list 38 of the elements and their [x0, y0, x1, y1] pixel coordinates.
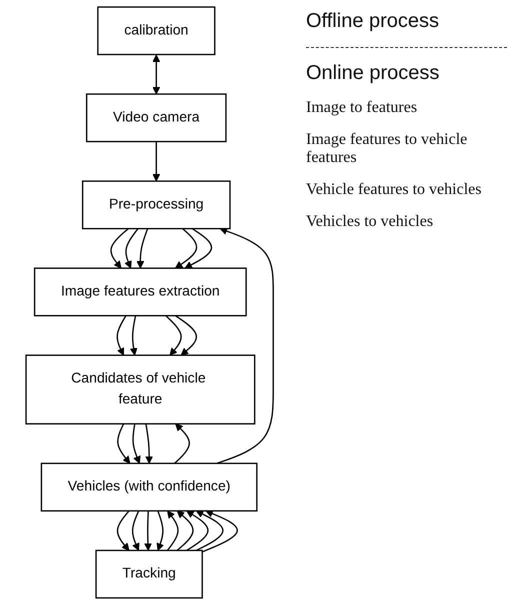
- node-box: calibration: [98, 6, 216, 56]
- arrow: [132, 424, 141, 464]
- arrow: [110, 228, 130, 269]
- arrow: [175, 315, 198, 356]
- arrow: [144, 510, 152, 551]
- arrow: [156, 510, 164, 551]
- node-box: Image features extraction: [34, 268, 248, 316]
- arrow: [176, 510, 194, 551]
- node-box: Pre-processing: [82, 180, 231, 230]
- arrow: [146, 424, 154, 464]
- arrow: [196, 510, 224, 552]
- arrow: [124, 228, 139, 269]
- note-label: Vehicle features to vehicles: [306, 181, 482, 199]
- phase-label: Online process: [306, 62, 440, 85]
- arrow: [152, 142, 161, 182]
- arrow: [166, 315, 182, 356]
- arrow: [184, 228, 212, 269]
- phase-label: Offline process: [306, 10, 440, 33]
- node-box: Vehicles (with confidence): [41, 462, 258, 512]
- note-label: Vehicles to vehicles: [306, 213, 434, 231]
- arrow: [116, 315, 127, 356]
- note-label: Image to features: [306, 99, 418, 117]
- arrow: [117, 510, 130, 551]
- arrow: [130, 316, 138, 356]
- node-box: Video camera: [86, 93, 227, 142]
- node-box: Candidates of vehicle feature: [26, 354, 256, 424]
- arrow: [136, 228, 149, 269]
- arrow: [167, 510, 179, 551]
- node-box: Tracking: [96, 550, 204, 599]
- arrow: [132, 510, 140, 551]
- arrow: [175, 228, 198, 269]
- arrow: [186, 510, 209, 551]
- arrow: [202, 510, 238, 553]
- arrow: [152, 54, 161, 94]
- arrow: [174, 423, 190, 464]
- arrow: [216, 227, 274, 464]
- arrow: [117, 424, 131, 464]
- note-label: Image features to vehicle features: [306, 131, 468, 167]
